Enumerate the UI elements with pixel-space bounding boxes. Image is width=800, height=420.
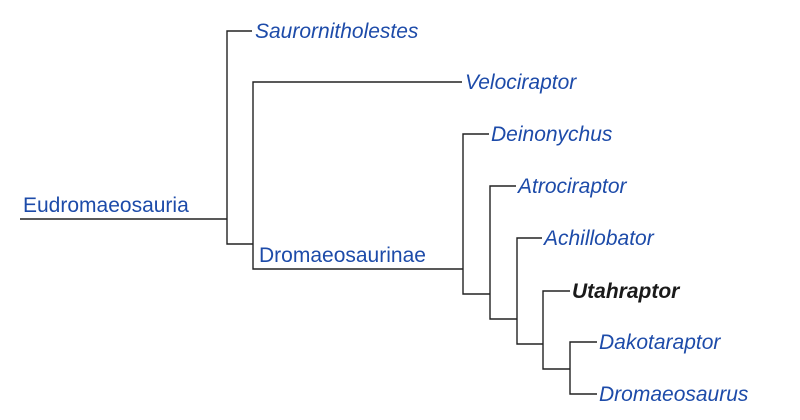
taxon-link-achillobator[interactable]: Achillobator <box>542 227 655 250</box>
branch-atrociraptor-node <box>489 185 517 320</box>
branch-achillobator-node <box>516 237 543 345</box>
taxon-link-velociraptor[interactable]: Velociraptor <box>465 71 577 94</box>
taxon-label[interactable]: Dromaeosaurus <box>599 383 749 406</box>
taxon-link-atrociraptor[interactable]: Atrociraptor <box>516 175 628 198</box>
branch-dakotaraptor-node <box>569 341 597 395</box>
clade-label-dromaeosaurinae[interactable]: Dromaeosaurinae <box>259 244 426 267</box>
taxon-label[interactable]: Dakotaraptor <box>599 331 721 354</box>
branch-dromaeosaurinae-node <box>462 133 490 295</box>
taxon-link-deinonychus[interactable]: Deinonychus <box>491 123 613 146</box>
taxon-label[interactable]: Velociraptor <box>465 71 577 94</box>
branches <box>20 30 597 395</box>
taxon-label[interactable]: Deinonychus <box>491 123 613 146</box>
taxon-label[interactable]: Saurornitholestes <box>255 20 419 43</box>
taxon-link-saurornitholestes[interactable]: Saurornitholestes <box>255 20 419 43</box>
clade-link-eudromaeosauria[interactable]: Eudromaeosauria <box>23 194 189 217</box>
taxon-label-highlighted: Utahraptor <box>572 280 681 303</box>
labels: Eudromaeosauria Dromaeosaurinae Saurorni… <box>23 20 749 406</box>
taxon-label[interactable]: Achillobator <box>542 227 655 250</box>
branch-eudromaeosauria-node <box>226 30 253 245</box>
branch-utahraptor-node <box>542 290 570 370</box>
clade-link-dromaeosaurinae[interactable]: Dromaeosaurinae <box>259 244 426 267</box>
taxon-link-dakotaraptor[interactable]: Dakotaraptor <box>599 331 721 354</box>
taxon-label[interactable]: Atrociraptor <box>516 175 628 198</box>
branch-velociraptor-node <box>252 81 463 270</box>
clade-label-eudromaeosauria[interactable]: Eudromaeosauria <box>23 194 189 217</box>
taxon-link-dromaeosaurus[interactable]: Dromaeosaurus <box>599 383 749 406</box>
